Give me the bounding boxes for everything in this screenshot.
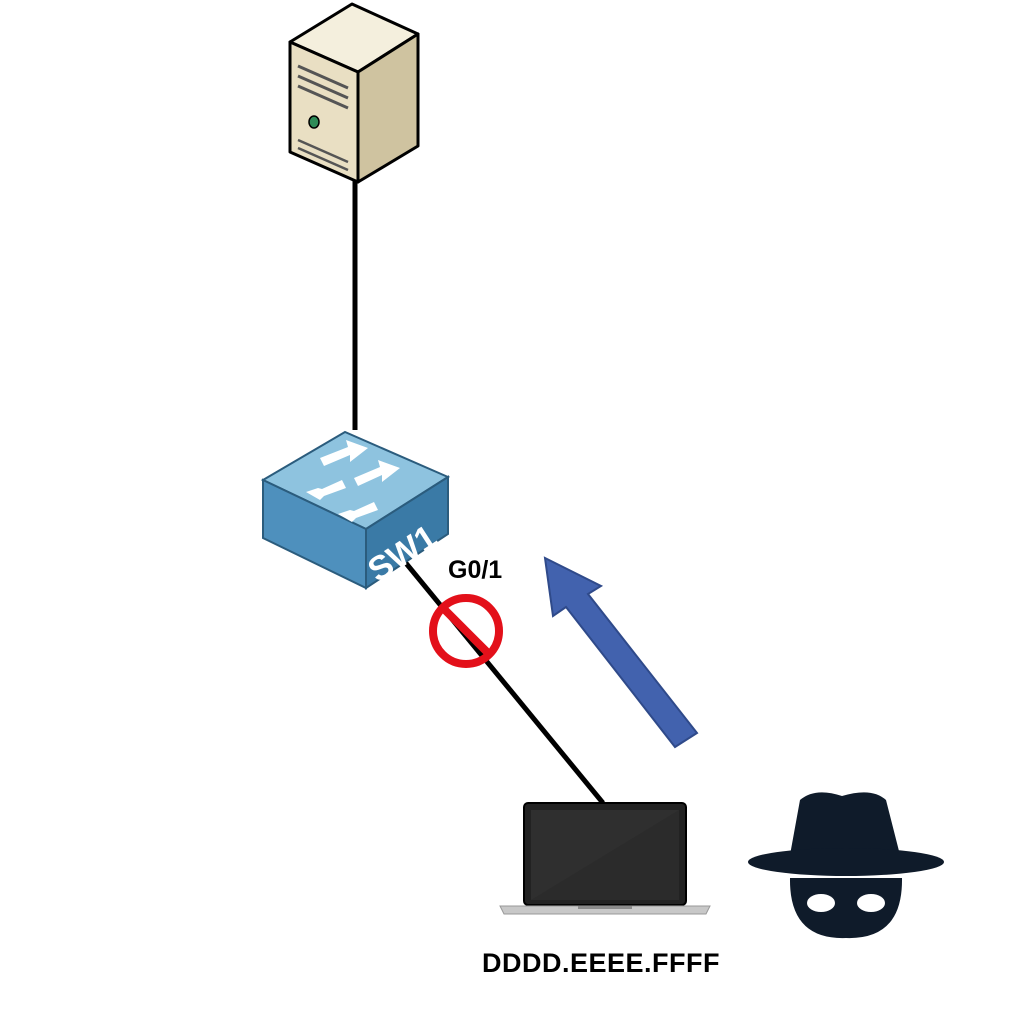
- mac-address-label: DDDD.EEEE.FFFF: [482, 948, 721, 978]
- blocked-port-icon: [429, 594, 503, 668]
- spy-icon: [748, 792, 944, 939]
- switch-sw1: [260, 430, 451, 590]
- switch-arrows-icon: [306, 440, 400, 522]
- server-icon: [288, 2, 420, 184]
- link-switch-laptop: [403, 560, 605, 805]
- port-label: G0/1: [448, 556, 503, 584]
- laptop-icon: [499, 802, 711, 915]
- traffic-arrow-icon: [543, 556, 699, 749]
